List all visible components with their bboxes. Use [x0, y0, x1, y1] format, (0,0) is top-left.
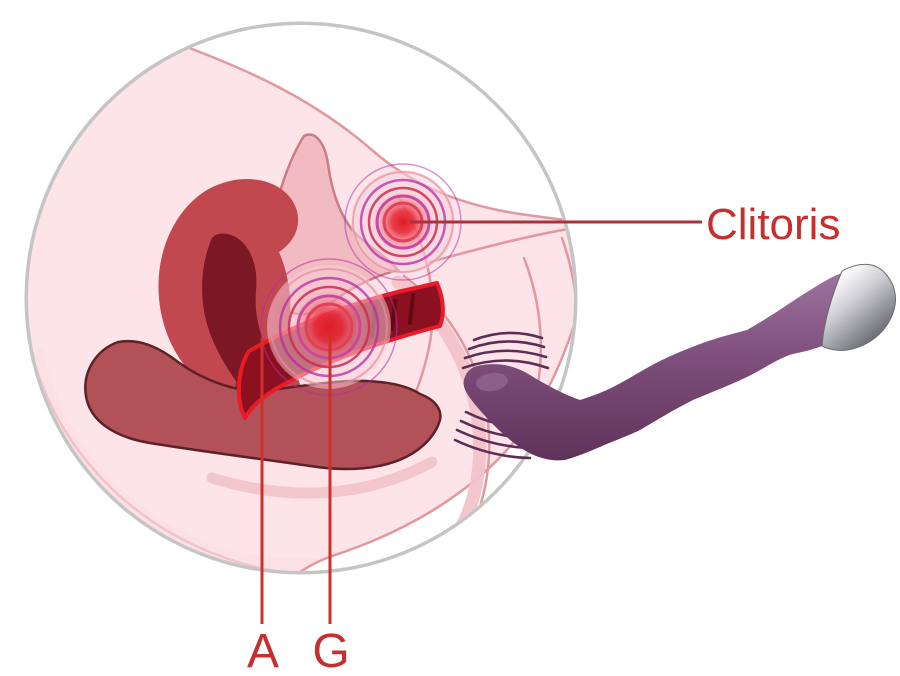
a-spot-label: A [247, 625, 279, 676]
vibrator-chrome-cap [821, 263, 897, 351]
clitoris-glow [371, 190, 435, 254]
perineum-crease [206, 456, 438, 499]
g-spot-label: G [312, 625, 349, 676]
lower-body-line [32, 360, 332, 571]
vibrator-tip-highlight [476, 372, 508, 392]
vibration-waves-upper [461, 331, 550, 370]
g-spot-glow [289, 287, 369, 367]
vibrator-body-shape [463, 273, 842, 461]
background-above-body [168, 25, 574, 223]
clitoris-label: Clitoris [706, 200, 840, 249]
vibrator-device [463, 263, 897, 461]
